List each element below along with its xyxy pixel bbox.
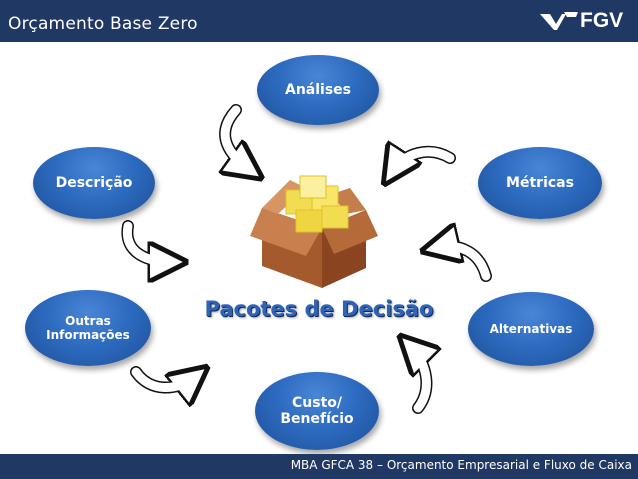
arrow-custo	[410, 346, 426, 414]
node-metricas-label: Métricas	[506, 175, 574, 191]
footer-bar: MBA GFCA 38 – Orçamento Empresarial e Fl…	[0, 454, 638, 479]
arrow-alternativas	[436, 246, 492, 282]
header-bar: Orçamento Base Zero FGV	[0, 0, 638, 42]
arrow-outras	[130, 372, 196, 388]
node-custo-line2: Benefício	[280, 411, 354, 427]
arrow-metricas	[392, 152, 456, 172]
node-custo-line1: Custo/	[292, 395, 342, 411]
fgv-logo-icon	[540, 12, 578, 30]
center-label: Pacotes de Decisão	[204, 297, 434, 321]
node-analises: Análises	[257, 55, 379, 125]
node-outras-informacoes: Outras Informações	[25, 290, 151, 366]
node-analises-label: Análises	[284, 82, 351, 98]
arrow-analises	[225, 104, 250, 170]
footer-text: MBA GFCA 38 – Orçamento Empresarial e Fl…	[290, 458, 632, 472]
node-alternativas: Alternativas	[468, 292, 594, 366]
node-metricas: Métricas	[478, 147, 602, 219]
node-descricao-label: Descrição	[55, 175, 133, 191]
node-custo-beneficio: Custo/ Benefício	[255, 372, 379, 450]
arrow-descricao	[121, 220, 172, 262]
slide-title: Orçamento Base Zero	[8, 14, 198, 34]
node-alternativas-label: Alternativas	[489, 322, 573, 336]
node-outras-line2: Informações	[46, 328, 130, 342]
box-illustration	[250, 175, 378, 288]
logo-text: FGV	[580, 9, 624, 32]
fgv-logo: FGV	[540, 8, 624, 34]
node-outras-line1: Outras	[65, 314, 111, 328]
node-descricao: Descrição	[33, 147, 155, 219]
